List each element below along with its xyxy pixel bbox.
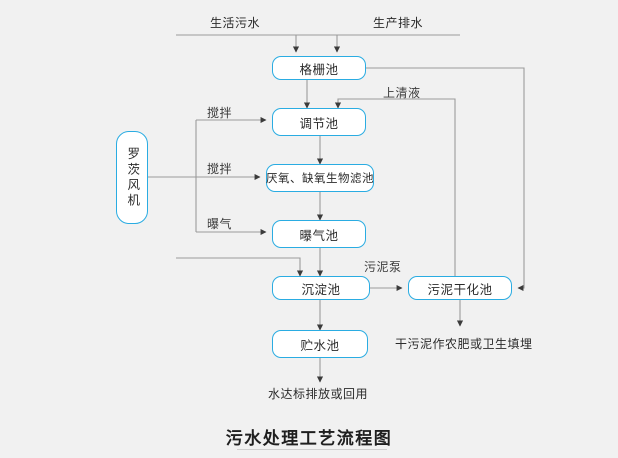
title-underline xyxy=(237,449,387,450)
node-sedimentation-tank[interactable]: 沉淀池 xyxy=(272,276,370,300)
edge-label-stir-1: 搅拌 xyxy=(207,106,233,120)
output-label-water-discharge: 水达标排放或回用 xyxy=(268,387,369,401)
node-biofilter-tank[interactable]: 厌氧、缺氧生物滤池 xyxy=(266,164,374,192)
edge-label-sludge-pump: 污泥泵 xyxy=(364,260,402,274)
output-label-sludge-disposal: 干污泥作农肥或卫生填埋 xyxy=(395,337,533,351)
input-label-industrial-drainage: 生产排水 xyxy=(373,16,424,30)
node-aeration-tank-label: 曝气池 xyxy=(299,227,339,243)
node-water-storage-tank-label: 贮水池 xyxy=(300,337,340,353)
node-grid-tank-label: 格栅池 xyxy=(299,61,339,77)
edge-label-aerate: 曝气 xyxy=(207,217,233,231)
node-biofilter-tank-label: 厌氧、缺氧生物滤池 xyxy=(266,171,374,185)
edge-label-stir-2: 搅拌 xyxy=(207,162,233,176)
input-label-domestic-sewage: 生活污水 xyxy=(210,16,261,30)
node-sludge-drying-tank[interactable]: 污泥干化池 xyxy=(408,276,512,300)
node-water-storage-tank[interactable]: 贮水池 xyxy=(272,330,368,358)
node-regulating-tank-label: 调节池 xyxy=(299,115,339,131)
node-sedimentation-tank-label: 沉淀池 xyxy=(301,281,341,297)
node-blower-label: 罗茨风机 xyxy=(125,146,141,209)
node-aeration-tank[interactable]: 曝气池 xyxy=(272,220,366,248)
node-blower[interactable]: 罗茨风机 xyxy=(116,131,148,224)
figure-title: 污水处理工艺流程图 xyxy=(225,429,393,449)
node-regulating-tank[interactable]: 调节池 xyxy=(272,108,366,136)
wire-sludge-return-to-sedimentation xyxy=(176,257,304,277)
edge-label-supernatant: 上清液 xyxy=(383,86,421,100)
node-sludge-drying-tank-label: 污泥干化池 xyxy=(427,281,493,297)
wire-grid-to-sludge-drying xyxy=(366,67,525,292)
node-grid-tank[interactable]: 格栅池 xyxy=(272,56,366,80)
